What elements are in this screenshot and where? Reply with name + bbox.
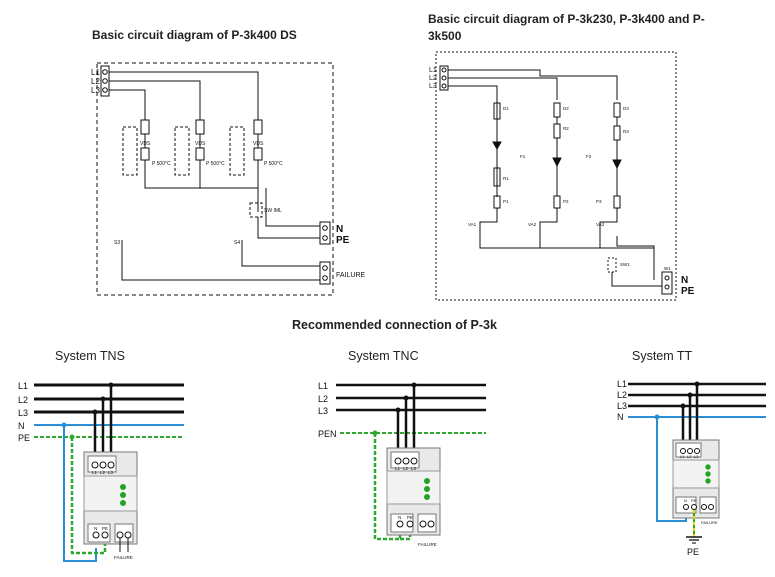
k230-label-n: N (681, 275, 688, 286)
tt-term-pe: PE (691, 498, 697, 503)
svg-text:P3: P3 (596, 199, 602, 204)
tns-label-l2: L2 (18, 395, 28, 405)
svg-text:D2: D2 (563, 106, 569, 111)
svg-text:P 500°C: P 500°C (206, 161, 225, 167)
svg-text:VA1: VA1 (468, 222, 477, 227)
tnc-term-l2: L2 (403, 466, 409, 471)
svg-text:P 500°C: P 500°C (264, 161, 283, 167)
ds-label-failure: FAILURE (336, 272, 366, 279)
svg-text:VA2: VA2 (528, 222, 537, 227)
system-tns-diagram (34, 382, 184, 562)
tns-term-l3: L3 (108, 470, 114, 475)
svg-text:VDS: VDS (140, 141, 151, 147)
system-tt-title: System TT (632, 349, 693, 363)
tnc-label-l2: L2 (318, 394, 328, 404)
tnc-term-pe: PE (407, 515, 413, 520)
svg-text:D1: D1 (503, 106, 509, 111)
system-tt-diagram (628, 381, 766, 544)
svg-text:P2: P2 (563, 199, 569, 204)
tns-label-pe: PE (18, 433, 30, 443)
k230-label-pe: PE (681, 286, 695, 297)
svg-text:VDS: VDS (195, 141, 206, 147)
system-tns-title: System TNS (55, 349, 125, 363)
k230-label-l3: L3 (429, 83, 437, 90)
ds-label-n: N (336, 224, 343, 235)
ds-label-l3: L3 (91, 86, 100, 95)
tt-term-l1: L1 (680, 454, 685, 459)
tt-label-l3: L3 (617, 401, 627, 411)
svg-text:F2: F2 (586, 154, 592, 159)
svg-text:W1: W1 (664, 266, 671, 271)
tns-failure-label: FAILURE (114, 555, 133, 560)
k230-label-l2: L2 (429, 75, 437, 82)
tns-label-l3: L3 (18, 408, 28, 418)
svg-text:S3: S3 (114, 240, 120, 246)
tt-label-l2: L2 (617, 390, 627, 400)
svg-text:R1: R1 (503, 176, 509, 181)
tt-label-pe: PE (687, 547, 699, 557)
title-k230-diagram: Basic circuit diagram of P-3k230, P-3k40… (428, 12, 705, 43)
tt-term-l3: L3 (694, 454, 699, 459)
tt-term-l2: L2 (687, 454, 692, 459)
svg-text:R3: R3 (623, 129, 629, 134)
tns-label-n: N (18, 421, 25, 431)
tt-failure-label: FAILURE (701, 520, 718, 525)
ds-terminal-block (100, 65, 110, 97)
k230-label-l1: L1 (429, 67, 437, 74)
tnc-term-n: N (398, 515, 401, 520)
tns-label-l1: L1 (18, 381, 28, 391)
svg-text:SW1: SW1 (620, 262, 630, 267)
title-recommended-connection: Recommended connection of P-3k (292, 318, 497, 332)
ds-label-l2: L2 (91, 77, 100, 86)
tns-term-pe: PE (102, 526, 108, 531)
tt-label-n: N (617, 412, 624, 422)
svg-text:S4: S4 (234, 240, 240, 246)
tns-term-n: N (94, 526, 97, 531)
system-tnc-diagram (336, 382, 486, 541)
svg-text:VDS: VDS (253, 141, 264, 147)
k230-enclosure-frame (435, 51, 677, 301)
system-tnc-title: System TNC (348, 349, 419, 363)
svg-text:VA3: VA3 (596, 222, 605, 227)
tnc-label-l3: L3 (318, 406, 328, 416)
tnc-term-l3: L3 (411, 466, 417, 471)
tnc-term-l1: L1 (395, 466, 401, 471)
ds-enclosure-frame (96, 62, 334, 296)
tnc-label-l1: L1 (318, 381, 328, 391)
tns-term-l1: L1 (92, 470, 98, 475)
tt-label-l1: L1 (617, 379, 627, 389)
ds-label-pe: PE (336, 235, 350, 246)
svg-text:F1: F1 (520, 154, 526, 159)
title-ds-diagram: Basic circuit diagram of P-3k400 DS (92, 28, 297, 42)
tnc-failure-label: FAILURE (418, 542, 437, 547)
ds-circuit-diagram: VDS VDS VDS P 500°C P 500°C P 500°C SW IML S… (96, 62, 334, 296)
svg-text:P1: P1 (503, 199, 509, 204)
svg-text:R2: R2 (563, 126, 569, 131)
tnc-label-pen: PEN (318, 429, 337, 439)
svg-text:D3: D3 (623, 106, 629, 111)
svg-text:P 500°C: P 500°C (152, 161, 171, 167)
tt-term-n: N (684, 498, 687, 503)
tns-term-l2: L2 (100, 470, 106, 475)
ds-label-l1: L1 (91, 68, 100, 77)
svg-text:SW IML: SW IML (264, 208, 282, 214)
